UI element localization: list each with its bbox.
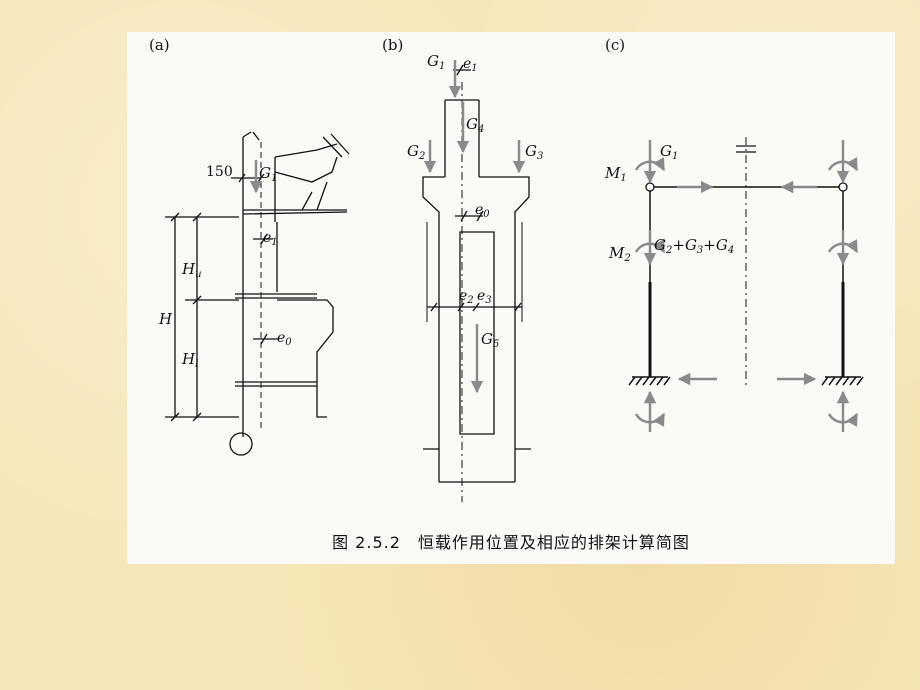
panel-a-hl-label: H bbox=[181, 350, 196, 368]
figure-panel: (a) 150 G1 e1 e0 H Hu Hl bbox=[127, 32, 895, 564]
panel-a-e1-sub: 1 bbox=[271, 237, 277, 248]
panel-c-gsum-g2-sub: 2 bbox=[665, 245, 672, 256]
panel-c-gsum-g4: G bbox=[716, 236, 728, 254]
panel-b-g3-label: G bbox=[525, 142, 537, 160]
panel-c-gsum-g4-sub: 4 bbox=[727, 245, 734, 256]
panel-b-g3-sub: 3 bbox=[537, 151, 543, 162]
panel-a-e0-sub: 0 bbox=[285, 337, 292, 348]
panel-c-frame-model: (c) bbox=[605, 36, 864, 387]
panel-c-gsum-plus2: + bbox=[703, 236, 716, 254]
panel-b-tag: (b) bbox=[382, 36, 403, 54]
panel-b-g2-label: G bbox=[407, 142, 419, 160]
svg-text:G1: G1 bbox=[427, 52, 445, 72]
svg-text:Hl: Hl bbox=[181, 350, 198, 370]
svg-text:M2: M2 bbox=[608, 244, 631, 264]
panel-b-e1-label: e bbox=[463, 56, 471, 72]
panel-b-e0-sub: 0 bbox=[483, 209, 490, 220]
svg-text:G3: G3 bbox=[525, 142, 543, 162]
panel-a-tag: (a) bbox=[149, 36, 170, 54]
panel-a-e0-label: e bbox=[277, 330, 285, 346]
svg-text:G1: G1 bbox=[259, 164, 277, 184]
panel-c-reaction-m-left bbox=[634, 412, 666, 427]
svg-text:G1: G1 bbox=[660, 142, 678, 162]
svg-text:G5: G5 bbox=[481, 330, 499, 350]
panel-b-e0-label: e bbox=[475, 202, 483, 218]
panel-b-e2-sub: 2 bbox=[466, 295, 473, 306]
panel-b-g1-label: G bbox=[427, 52, 439, 70]
panel-c-gsum-g3-sub: 3 bbox=[697, 245, 703, 256]
panel-c-m2-label: M bbox=[608, 244, 625, 262]
panel-c-m1-sub: 1 bbox=[620, 173, 626, 184]
svg-text:G2+G3+G4: G2+G3+G4 bbox=[654, 236, 734, 256]
panel-b-g5-sub: 5 bbox=[493, 339, 499, 350]
panel-c-m2-moment-right bbox=[827, 239, 859, 254]
panel-b-column-section: (b) bbox=[382, 36, 531, 502]
svg-text:e0: e0 bbox=[475, 202, 490, 220]
panel-c-reaction-m-right bbox=[827, 412, 859, 427]
panel-a-g1-label: G bbox=[259, 164, 271, 182]
structural-diagram: (a) 150 G1 e1 e0 H Hu Hl bbox=[149, 36, 864, 502]
panel-c-m2-sub: 2 bbox=[623, 253, 630, 264]
panel-a-hl-sub: l bbox=[195, 359, 198, 370]
panel-a-hu-label: H bbox=[181, 260, 196, 278]
panel-b-g4-label: G bbox=[466, 115, 478, 133]
panel-c-gsum-g2: G bbox=[654, 236, 666, 254]
panel-a-g1-sub: 1 bbox=[271, 173, 277, 184]
panel-c-g1-sub: 1 bbox=[672, 151, 678, 162]
figure-caption: 图 2.5.2 恒载作用位置及相应的排架计算简图 bbox=[332, 533, 690, 552]
svg-text:Hu: Hu bbox=[181, 260, 202, 280]
panel-b-e3-sub: 3 bbox=[485, 295, 491, 306]
svg-text:G2: G2 bbox=[407, 142, 425, 162]
panel-c-m2-moment-left bbox=[634, 239, 666, 254]
svg-text:e3: e3 bbox=[477, 288, 492, 306]
panel-a-h-label: H bbox=[158, 310, 173, 328]
panel-c-tag: (c) bbox=[605, 36, 625, 54]
svg-text:G4: G4 bbox=[466, 115, 484, 135]
panel-c-m1-moment-right bbox=[827, 157, 859, 172]
svg-text:M1: M1 bbox=[604, 164, 627, 184]
svg-text:e0: e0 bbox=[277, 330, 292, 348]
svg-text:e2: e2 bbox=[459, 288, 474, 306]
panel-a-e1-label: e bbox=[263, 230, 271, 246]
panel-b-e3-label: e bbox=[477, 288, 485, 304]
svg-text:e1: e1 bbox=[263, 230, 278, 248]
panel-b-g4-sub: 4 bbox=[477, 124, 484, 135]
panel-c-gsum-g3: G bbox=[685, 236, 697, 254]
panel-c-m1-moment-left bbox=[634, 157, 666, 172]
panel-a-column-detail: (a) bbox=[149, 36, 350, 456]
svg-text:e1: e1 bbox=[463, 56, 478, 74]
panel-c-gsum-plus1: + bbox=[672, 236, 685, 254]
panel-b-g1-sub: 1 bbox=[439, 61, 445, 72]
panel-a-dim-150: 150 bbox=[206, 164, 233, 180]
panel-b-g2-sub: 2 bbox=[418, 151, 425, 162]
panel-a-hu-sub: u bbox=[195, 269, 201, 280]
panel-c-g1-label: G bbox=[660, 142, 672, 160]
panel-b-g5-label: G bbox=[481, 330, 493, 348]
panel-b-e1-sub: 1 bbox=[471, 63, 477, 74]
panel-b-e2-label: e bbox=[459, 288, 467, 304]
panel-c-m1-label: M bbox=[604, 164, 621, 182]
